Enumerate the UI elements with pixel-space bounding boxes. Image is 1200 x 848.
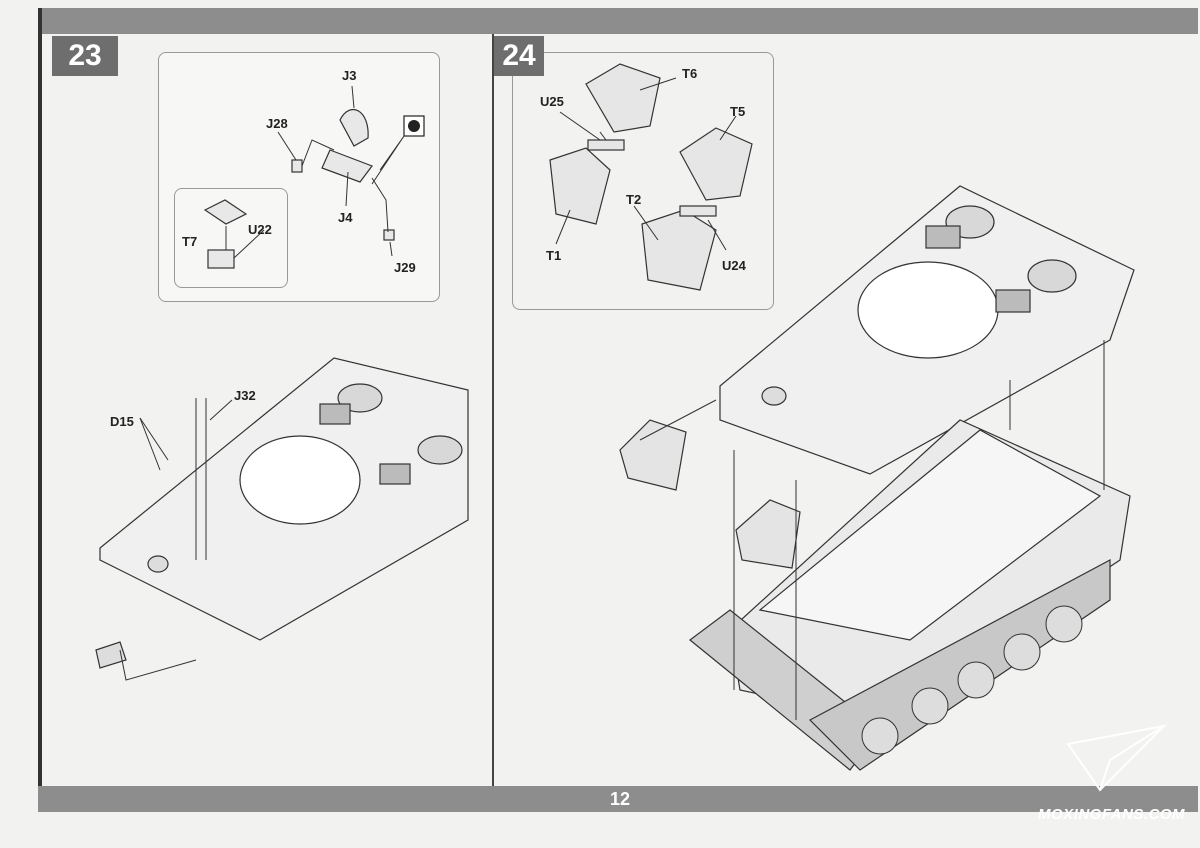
step-24-detail-callout [512, 52, 774, 310]
step-24-badge: 24 [494, 36, 544, 76]
part-u22 [207, 249, 235, 269]
fan-23-b [417, 435, 463, 465]
label-t1: T1 [546, 248, 562, 263]
hull-interior [758, 429, 1102, 641]
tow-part-23 [95, 641, 127, 669]
bottom-bar [38, 786, 1198, 812]
label-t5: T5 [730, 104, 746, 119]
part-t7 [203, 199, 248, 225]
page-number: 12 [609, 789, 631, 809]
watermark-text: MOXINGFANS.COM [1038, 806, 1186, 823]
step-23-badge: 23 [52, 36, 118, 76]
hatch-24 [761, 386, 787, 406]
top-bar [38, 8, 1198, 34]
turret-ring-24 [857, 261, 999, 359]
label-u25: U25 [540, 94, 564, 109]
hatch-23 [147, 555, 169, 573]
grille-24-a [925, 225, 961, 249]
loose-plate-a [619, 419, 687, 491]
label-j3: J3 [342, 68, 357, 83]
label-j4: J4 [338, 210, 353, 225]
turret-ring-23 [239, 435, 361, 525]
part-j28 [291, 159, 303, 173]
grille-23-b [379, 463, 411, 485]
road-wheel-4 [1003, 633, 1041, 671]
track-far [809, 559, 1111, 771]
road-wheel-5 [1045, 605, 1083, 643]
label-u22: U22 [248, 222, 272, 237]
binding-edge [38, 8, 42, 812]
loose-plate-b [735, 499, 801, 569]
label-t6: T6 [682, 66, 698, 81]
grille-23-a [319, 403, 351, 425]
fan-24-b [1027, 259, 1077, 293]
part-t2 [641, 209, 717, 291]
label-t7: T7 [182, 234, 198, 249]
cement-icon [371, 115, 425, 185]
road-wheel-3 [957, 661, 995, 699]
part-j29 [383, 229, 395, 241]
part-j4 [321, 149, 373, 183]
label-d15: D15 [110, 414, 134, 429]
label-j29: J29 [394, 260, 416, 275]
step-23-sub-callout [174, 188, 288, 288]
road-wheel-2 [911, 687, 949, 725]
label-j28: J28 [266, 116, 288, 131]
part-j3 [339, 108, 369, 147]
paper-plane-logo [1066, 724, 1167, 792]
road-wheel-1 [861, 717, 899, 755]
page-divider [492, 34, 494, 786]
part-t1 [549, 147, 611, 225]
grille-24-b [995, 289, 1031, 313]
part-t6 [585, 63, 661, 133]
part-u24 [679, 205, 717, 217]
label-u24: U24 [722, 258, 746, 273]
label-j32: J32 [234, 388, 256, 403]
part-t5 [679, 127, 753, 201]
label-t2: T2 [626, 192, 642, 207]
